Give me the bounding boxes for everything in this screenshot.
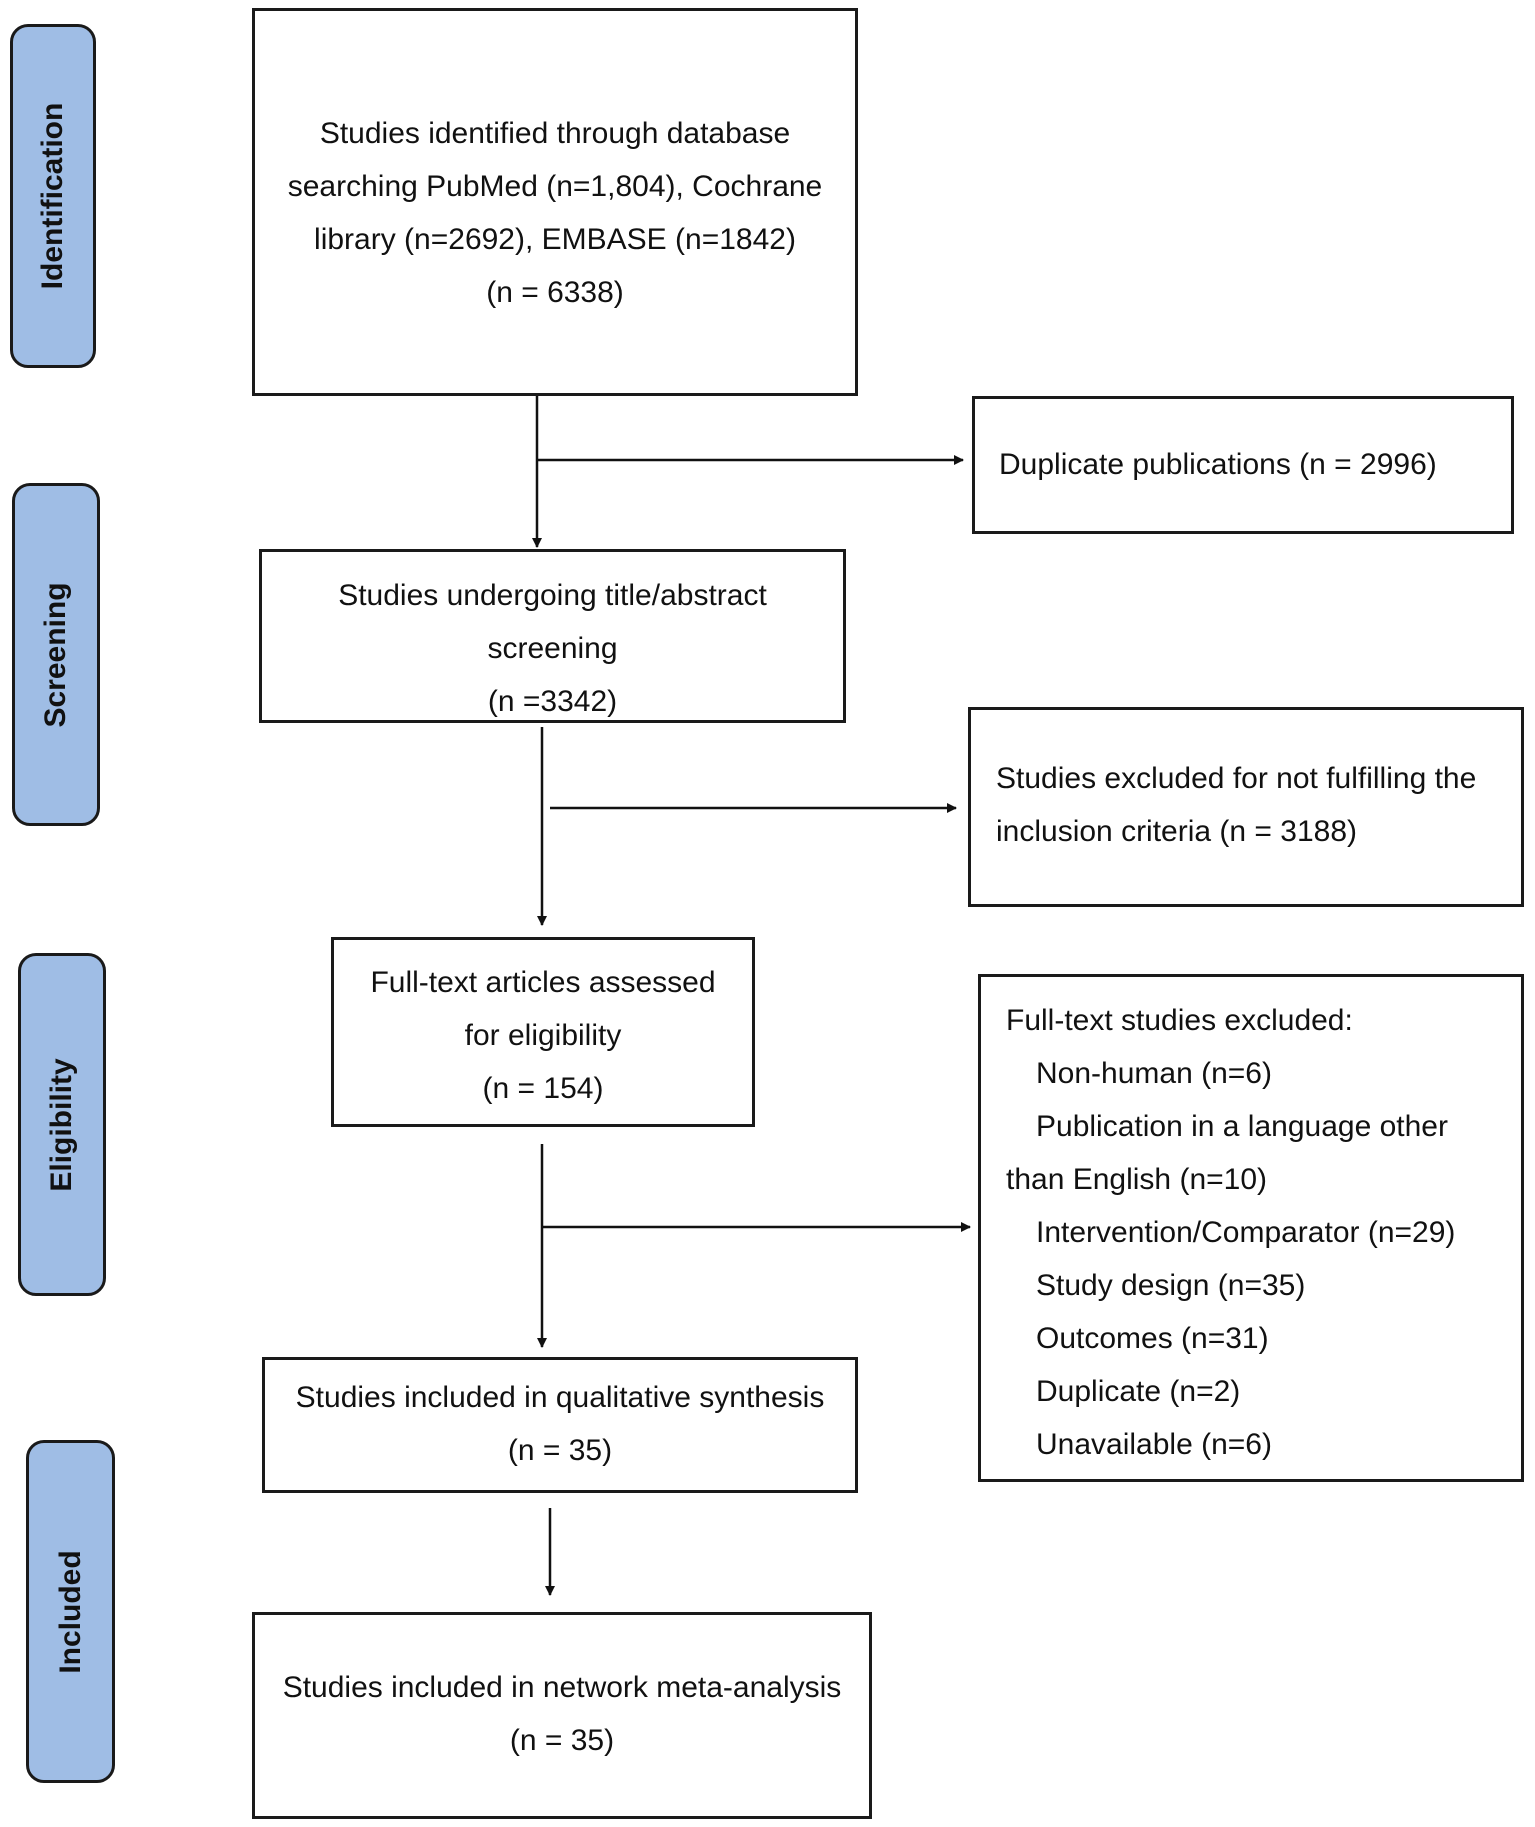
box-qualitative-synthesis: Studies included in qualitative synthesi… [262, 1357, 858, 1493]
box-line: than English (n=10) [1006, 1163, 1268, 1196]
phase-included-label: Included [53, 1549, 87, 1674]
box-fulltext-excluded: Full-text studies excluded: Non-human (n… [978, 974, 1524, 1482]
box-line: Non-human (n=6) [1036, 1057, 1272, 1090]
box-network-meta-analysis: Studies included in network meta-analysi… [252, 1612, 872, 1819]
phase-eligibility-label: Eligibility [45, 1057, 78, 1192]
box-line: screening [487, 632, 618, 665]
phase-included: Included [26, 1440, 115, 1783]
box-line: for eligibility [464, 1019, 622, 1052]
box-line: Unavailable (n=6) [1036, 1428, 1272, 1461]
box-excluded-inclusion-criteria: Studies excluded for not fulfilling the … [968, 707, 1524, 907]
box-line: Studies undergoing title/abstract [338, 579, 767, 612]
box-line: inclusion criteria (n = 3188) [996, 815, 1358, 848]
box-line: searching PubMed (n=1,804), Cochrane [287, 170, 823, 203]
box-line: Studies identified through database [319, 117, 791, 150]
phase-identification-label: Identification [36, 102, 69, 290]
box-line: (n = 6338) [486, 276, 624, 309]
box-line: Full-text articles assessed [370, 966, 716, 999]
box-line: (n = 35) [507, 1434, 613, 1467]
box-duplicates-removed: Duplicate publications (n = 2996) [972, 396, 1514, 534]
box-line: Publication in a language other [1036, 1110, 1448, 1143]
box-title-abstract-screening: Studies undergoing title/abstract screen… [259, 549, 846, 723]
box-line: Study design (n=35) [1036, 1269, 1306, 1302]
box-line: library (n=2692), EMBASE (n=1842) [314, 223, 796, 256]
phase-eligibility: Eligibility [18, 953, 106, 1296]
box-line: Outcomes (n=31) [1036, 1322, 1269, 1355]
box-fulltext-assessed: Full-text articles assessed for eligibil… [331, 937, 755, 1127]
box-line: Intervention/Comparator (n=29) [1036, 1216, 1456, 1249]
box-line: Studies excluded for not fulfilling the [996, 762, 1477, 795]
box-line: Duplicate publications (n = 2996) [999, 448, 1437, 481]
box-line: (n =3342) [487, 685, 618, 718]
box-records-identified: Studies identified through database sear… [252, 8, 858, 396]
box-line: Duplicate (n=2) [1036, 1375, 1241, 1408]
box-line: (n = 35) [509, 1724, 615, 1757]
phase-screening-label: Screening [39, 581, 72, 728]
phase-identification: Identification [10, 24, 96, 368]
box-line: Studies included in network meta-analysi… [282, 1671, 842, 1704]
phase-screening: Screening [12, 483, 100, 826]
box-line: Studies included in qualitative synthesi… [295, 1381, 825, 1414]
box-line-heading: Full-text studies excluded: [1006, 1004, 1353, 1037]
box-line: (n = 154) [482, 1072, 604, 1105]
